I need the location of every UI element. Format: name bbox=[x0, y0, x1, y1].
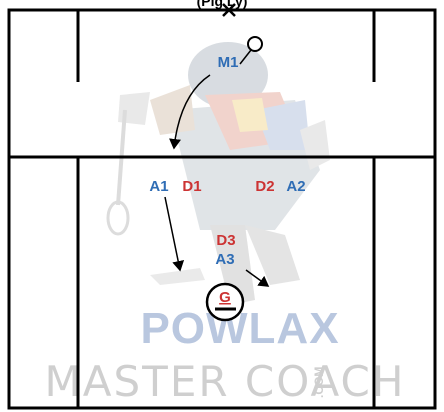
ball-tether-line bbox=[239, 49, 252, 65]
faceoff-x-mark bbox=[222, 3, 236, 17]
watermark-master-coach: MASTER COACH bbox=[45, 357, 406, 406]
goalie-label: G bbox=[219, 289, 231, 306]
player-a2-label: A2 bbox=[286, 178, 305, 195]
player-d1-label: D1 bbox=[182, 178, 201, 195]
diagram-caption: (Pig Ly) bbox=[196, 0, 248, 9]
goal-crease bbox=[205, 282, 245, 322]
ball bbox=[247, 36, 263, 52]
player-a3-label: A3 bbox=[215, 251, 234, 268]
field-lines bbox=[7, 8, 437, 410]
a3-cut-arrow bbox=[245, 269, 270, 287]
player-d3-label: D3 bbox=[216, 232, 235, 249]
player-a1-label: A1 bbox=[149, 178, 168, 195]
m1-path-arrow bbox=[169, 74, 211, 150]
player-m1-label: M1 bbox=[218, 54, 239, 71]
player-d2-label: D2 bbox=[255, 178, 274, 195]
watermark-com: .COM bbox=[312, 367, 326, 398]
a1-cut-arrow bbox=[164, 196, 185, 272]
field-boundary bbox=[7, 8, 437, 410]
